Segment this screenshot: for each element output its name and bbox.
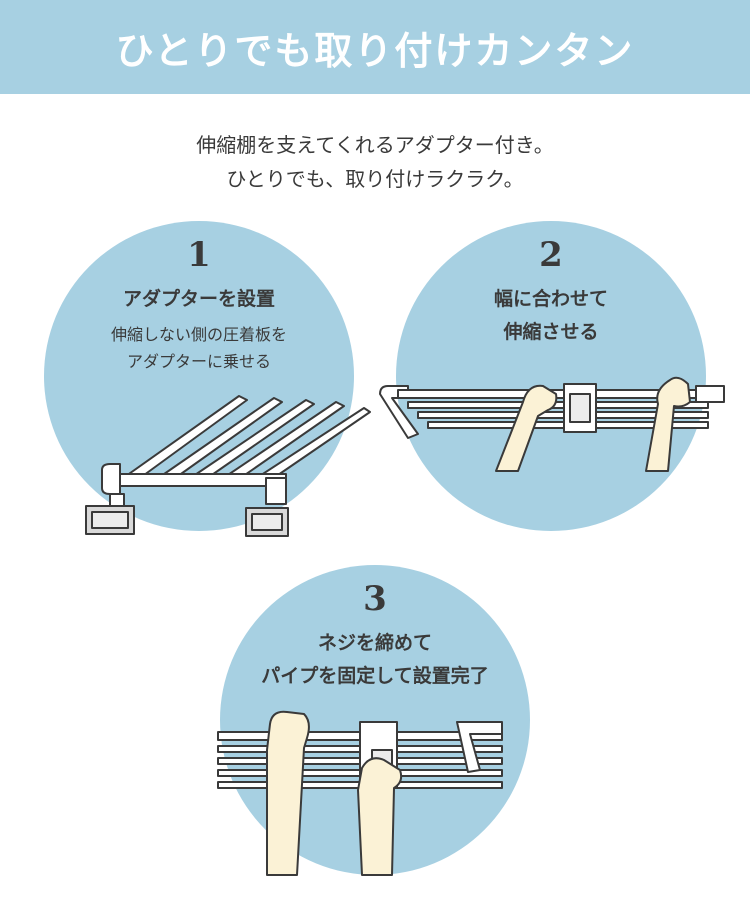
step-1-title: アダプターを設置 bbox=[44, 283, 354, 316]
step-1-circle: 1 アダプターを設置 伸縮しない側の圧着板を アダプターに乗せる bbox=[44, 221, 371, 537]
step-3-title: ネジを締めて パイプを固定して設置完了 bbox=[220, 627, 530, 693]
intro-line-2: ひとりでも、取り付けラクラク。 bbox=[226, 167, 524, 191]
step-3-title-line-2: パイプを固定して設置完了 bbox=[261, 665, 489, 687]
step-3-circle: 3 ネジを締めて パイプを固定して設置完了 bbox=[217, 565, 530, 876]
step-3-title-line-1: ネジを締めて bbox=[317, 632, 432, 654]
step-1-shelf-adapter-illustration bbox=[85, 395, 371, 537]
step-2-title-line-2: 伸縮させる bbox=[503, 321, 599, 343]
intro-line-1: 伸縮棚を支えてくれるアダプター付き。 bbox=[196, 133, 554, 157]
header-banner: ひとりでも取り付けカンタン bbox=[0, 0, 750, 94]
step-1-desc-line-2: アダプターに乗せる bbox=[126, 352, 271, 371]
step-1-description: 伸縮しない側の圧着板を アダプターに乗せる bbox=[44, 321, 354, 375]
intro-text: 伸縮棚を支えてくれるアダプター付き。 ひとりでも、取り付けラクラク。 bbox=[0, 128, 750, 196]
step-2-title: 幅に合わせて 伸縮させる bbox=[396, 283, 706, 349]
step-1-title-line: アダプターを設置 bbox=[122, 288, 275, 310]
step-2-number: 2 bbox=[539, 235, 563, 275]
step-3-number: 3 bbox=[363, 579, 387, 619]
step-2-extend-shelf-illustration bbox=[379, 376, 725, 472]
step-1-desc-line-1: 伸縮しない側の圧着板を bbox=[110, 325, 287, 344]
step-2-title-line-1: 幅に合わせて bbox=[493, 288, 608, 310]
page-title: ひとりでも取り付けカンタン bbox=[115, 28, 635, 73]
step-3-fix-pipe-illustration bbox=[217, 710, 503, 876]
step-1-number: 1 bbox=[187, 235, 211, 275]
step-2-circle: 2 幅に合わせて 伸縮させる bbox=[379, 221, 725, 531]
